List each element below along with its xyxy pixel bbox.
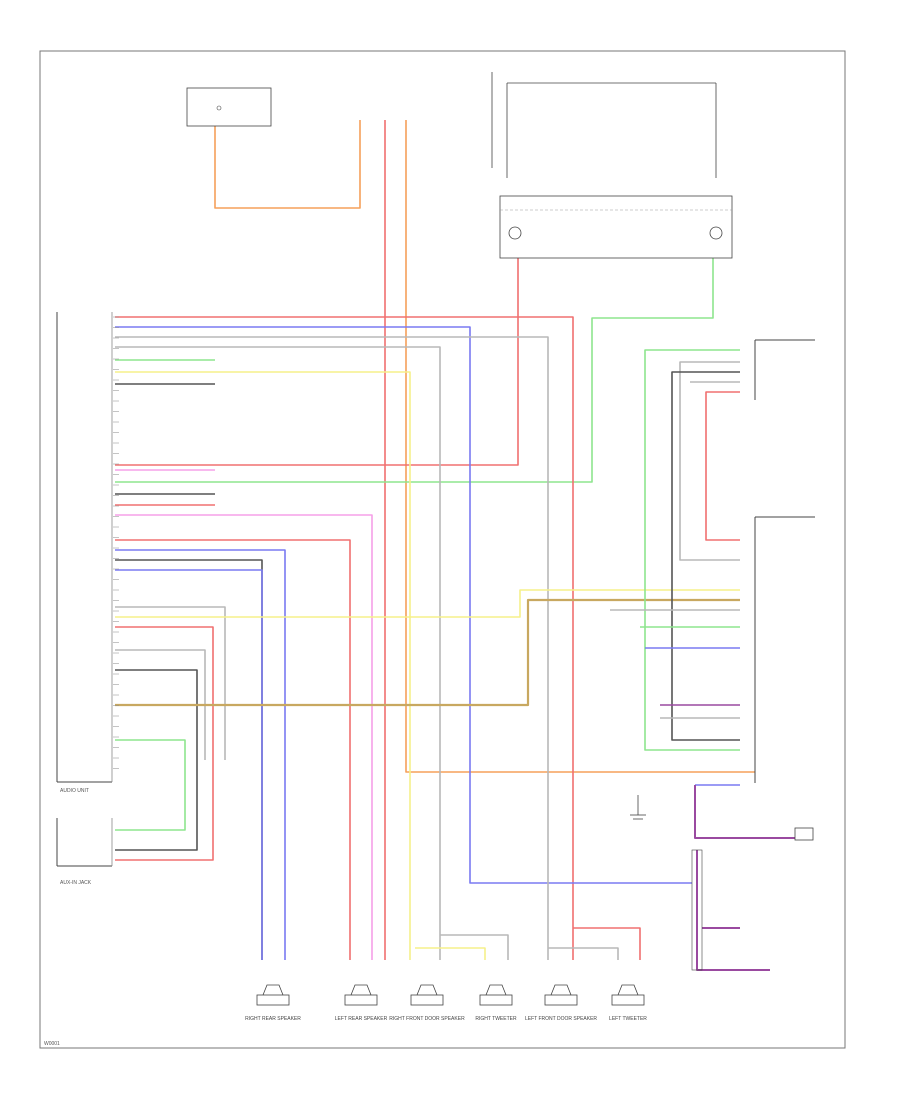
wire-green-right bbox=[115, 258, 714, 483]
speaker-body bbox=[344, 994, 378, 1006]
wire-dark-row21 bbox=[115, 669, 198, 851]
speaker-cone bbox=[350, 984, 372, 996]
speaker-5: LEFT FRONT DOOR SPEAKER bbox=[525, 984, 597, 1022]
wire-yellow-row18 bbox=[115, 589, 740, 618]
wire-red-row13 bbox=[115, 539, 351, 960]
ground-symbol bbox=[630, 795, 646, 820]
connector-box-right-2 bbox=[691, 849, 703, 971]
wire-red-row19 bbox=[115, 626, 214, 861]
speaker-label: LEFT TWEETER bbox=[609, 1016, 647, 1022]
wire-red-right bbox=[115, 258, 519, 466]
wire-blue-row2 bbox=[115, 326, 692, 884]
wire-yellow-drop bbox=[415, 947, 486, 960]
speaker-body bbox=[479, 994, 513, 1006]
fuse-box-top-left bbox=[186, 87, 272, 127]
wire-gray-row17 bbox=[115, 606, 226, 760]
wire-orange-long bbox=[405, 120, 755, 773]
speaker-body bbox=[410, 994, 444, 1006]
wire-gray-row4 bbox=[115, 346, 441, 960]
connector-box-right-1 bbox=[794, 827, 814, 841]
audio-unit: AUDIO UNIT bbox=[56, 312, 113, 794]
wire-gray-row3 bbox=[115, 336, 549, 960]
aux-jack-label: AUX-IN JACK bbox=[60, 880, 92, 886]
speaker-cone bbox=[550, 984, 572, 996]
right-module-lower bbox=[754, 516, 815, 783]
wire-red-drop bbox=[573, 927, 641, 960]
speaker-3: RIGHT FRONT DOOR SPEAKER bbox=[389, 984, 465, 1022]
speaker-1: RIGHT REAR SPEAKER bbox=[245, 984, 301, 1022]
switch-box-top bbox=[491, 72, 733, 259]
speaker-cone bbox=[485, 984, 507, 996]
speaker-label: RIGHT TWEETER bbox=[475, 1016, 517, 1022]
pin-label-layer bbox=[113, 316, 119, 769]
wire-yellow-row6 bbox=[115, 371, 411, 960]
right-module-upper bbox=[754, 339, 815, 400]
wire-blue-row16 bbox=[115, 569, 263, 960]
audio-unit-label: AUDIO UNIT bbox=[60, 788, 89, 794]
wire-orange-top-left bbox=[214, 120, 361, 209]
wire-dark-r3 bbox=[671, 371, 740, 741]
aux-in-jack: AUX-IN JACK bbox=[56, 818, 113, 886]
wire-dark-row15 bbox=[115, 559, 263, 960]
wire-red-row1 bbox=[115, 316, 574, 960]
wire-red-r5 bbox=[705, 391, 740, 541]
wire-layer bbox=[115, 120, 795, 971]
wire-gray-r2 bbox=[679, 361, 740, 561]
speaker-body bbox=[256, 994, 290, 1006]
speaker-6: LEFT TWEETER bbox=[609, 984, 647, 1022]
wire-gray-drop1 bbox=[440, 934, 509, 960]
speaker-4: RIGHT TWEETER bbox=[475, 984, 517, 1022]
wire-purple-r13 bbox=[696, 850, 770, 971]
speaker-label: RIGHT REAR SPEAKER bbox=[245, 1016, 301, 1022]
wire-tan-row22 bbox=[115, 598, 740, 707]
speaker-cone bbox=[416, 984, 438, 996]
speaker-2: LEFT REAR SPEAKER bbox=[335, 984, 388, 1022]
wire-gray-drop2 bbox=[548, 947, 619, 960]
speaker-body bbox=[611, 994, 645, 1006]
wire-pink-row12 bbox=[115, 514, 373, 960]
speaker-label: RIGHT FRONT DOOR SPEAKER bbox=[389, 1016, 465, 1022]
wire-blue-row14 bbox=[115, 549, 286, 960]
speaker-label: LEFT REAR SPEAKER bbox=[335, 1016, 388, 1022]
speaker-body bbox=[544, 994, 578, 1006]
wire-green-row23 bbox=[115, 739, 186, 831]
corner-code: W0001 bbox=[44, 1041, 60, 1047]
wire-green-r1 bbox=[644, 349, 740, 751]
diagram-frame bbox=[39, 50, 846, 1049]
wire-gray-row20 bbox=[115, 649, 206, 760]
wire-purple-r12 bbox=[694, 785, 795, 839]
speaker-cone bbox=[617, 984, 639, 996]
speaker-label: LEFT FRONT DOOR SPEAKER bbox=[525, 1016, 597, 1022]
speaker-cone bbox=[262, 984, 284, 996]
